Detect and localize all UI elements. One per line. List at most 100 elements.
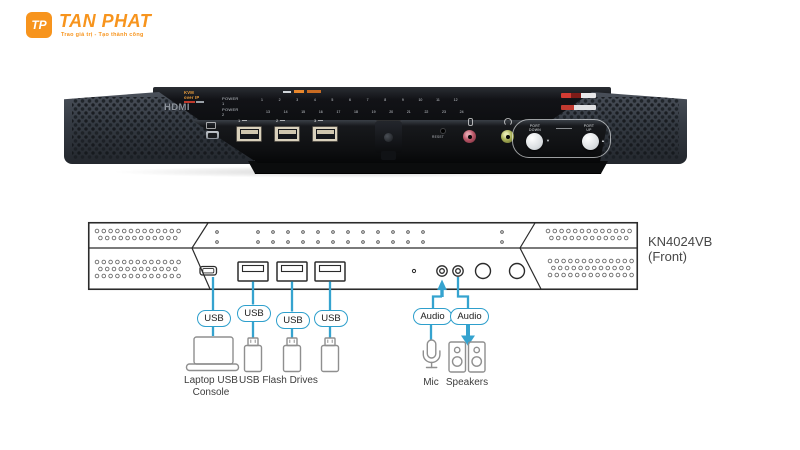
down-arrow-mark: ▼ <box>546 138 550 143</box>
usb-port-2 <box>274 126 300 142</box>
badge-gray-bar <box>196 101 204 103</box>
laptop-caption-line1: Laptop USB <box>184 375 238 386</box>
port-down-button <box>526 133 543 150</box>
port-led-number: 6 <box>349 98 351 102</box>
port-led-number: 19 <box>371 110 376 114</box>
badge-red-bar <box>184 101 195 103</box>
usb-callout-3: USB <box>276 311 310 329</box>
port-led-number: 16 <box>318 110 323 114</box>
usb-callout-2: USB <box>237 304 271 322</box>
led-legend <box>283 90 321 93</box>
legend-online-mark <box>283 90 291 93</box>
mic-jack-icon <box>468 118 473 126</box>
diagram-mini-usb <box>199 265 218 276</box>
usb3-number: 3 <box>314 118 324 123</box>
console-port-icon <box>206 122 216 129</box>
hdmi-logo: HDMI <box>164 102 190 113</box>
port-led-number: 12 <box>453 98 458 102</box>
callout-arrowheads <box>437 279 475 346</box>
port-led-number: 8 <box>384 98 387 102</box>
diagram-reset-hole <box>411 268 417 274</box>
usb-callout-4: USB <box>314 310 348 327</box>
diagram-port-buttons <box>474 262 526 280</box>
port-zone-divider <box>556 128 572 129</box>
port-led-number: 21 <box>406 110 411 114</box>
tanphat-logo-icon: TP <box>26 12 52 38</box>
port-led-number: 13 <box>266 110 270 114</box>
port-led-number: 3 <box>296 98 299 102</box>
laptop-icon <box>185 336 240 372</box>
reset-label: RESET <box>432 135 445 139</box>
model-number: KN4024VB <box>648 234 713 249</box>
diagram-panel-outline <box>87 221 639 291</box>
laptop-caption-line2: Console <box>192 387 230 398</box>
mini-usb-port <box>206 131 219 139</box>
badge1-darkred <box>571 93 581 98</box>
mic-icon <box>422 339 441 369</box>
usb-flash-drive-icon <box>243 337 263 373</box>
model-view: (Front) <box>648 249 687 264</box>
port-led-number: 7 <box>366 98 369 102</box>
port-led-number: 24 <box>459 110 464 114</box>
audio-callout-speakers: Audio <box>450 308 489 325</box>
speakers-down-arrow <box>461 335 475 346</box>
flash-drives-caption: USB Flash Drives <box>239 375 318 386</box>
tanphat-logo-tagline: Trao giá trị - Tạo thành công <box>61 32 144 38</box>
legend-orange-block <box>294 90 304 93</box>
usb1-number: 1 <box>238 118 248 123</box>
front-panel-diagram <box>87 221 639 373</box>
kvm-over-ip-badge: KVM over IP <box>184 90 204 103</box>
port-led-number: 11 <box>436 98 440 102</box>
power2-label: POWER 2 <box>222 107 239 117</box>
port-led-number: 15 <box>301 110 306 114</box>
mic-up-arrow <box>437 279 447 290</box>
spec-badge-1 <box>561 93 596 98</box>
usb2-number: 2 <box>276 118 286 123</box>
kvm-over-ip-text: KVM over IP <box>184 90 200 100</box>
diagram-led-pairs <box>215 230 504 244</box>
port-led-number: 22 <box>424 110 429 114</box>
device-bottom-ledge <box>248 161 608 174</box>
port-led-number: 4 <box>313 98 316 102</box>
port-led-number: 18 <box>354 110 358 114</box>
spec-badge-2 <box>561 105 596 110</box>
reset-pinhole <box>441 129 445 133</box>
port-led-number: 1 <box>261 98 263 102</box>
badge1-red <box>561 93 571 98</box>
port-led-number: 14 <box>283 110 288 114</box>
power1-label: POWER 1 <box>222 96 239 106</box>
usb-flash-drive-icon <box>320 337 340 373</box>
port-up-button <box>582 133 599 150</box>
usb-callout-1: USB <box>197 310 231 327</box>
headphone-jack-icon <box>504 118 512 126</box>
port-led-number: 17 <box>336 110 341 114</box>
callout-connectors <box>211 277 470 340</box>
port-led-number: 23 <box>442 110 446 114</box>
port-led-number: 2 <box>278 98 281 102</box>
headphone-jack <box>501 130 514 143</box>
tanphat-logo-name: TAN PHAT <box>59 11 152 31</box>
port-led-number: 5 <box>331 98 334 102</box>
usb-port-1 <box>236 126 262 142</box>
port-led-number: 10 <box>418 98 423 102</box>
speakers-icon <box>448 341 486 373</box>
latch-tab <box>381 151 396 160</box>
diagram-audio-jacks <box>436 265 464 277</box>
up-arrow-mark: ▲ <box>601 138 605 143</box>
callout-icons <box>185 336 486 373</box>
latch-screw <box>384 133 393 142</box>
usb-flash-drive-icon <box>282 337 302 373</box>
speakers-caption: Speakers <box>445 377 489 388</box>
usb-port-3 <box>312 126 338 142</box>
badge1-white <box>581 93 596 98</box>
port-led-number: 20 <box>389 110 394 114</box>
port-led-number: 9 <box>401 98 404 102</box>
diagram-ports <box>199 261 526 282</box>
audio-callout-mic: Audio <box>413 308 452 325</box>
badge2-red <box>561 105 574 110</box>
panel-latch <box>375 120 402 160</box>
mic-caption: Mic <box>423 377 439 388</box>
